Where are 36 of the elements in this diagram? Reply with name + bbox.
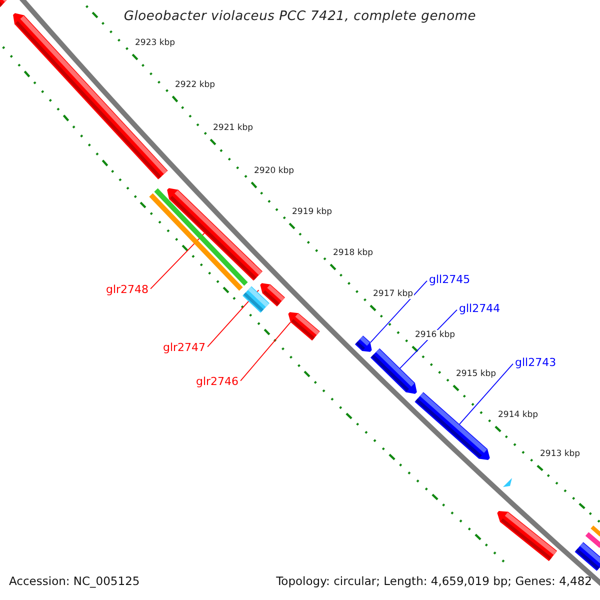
gene-block	[288, 312, 320, 341]
scale-label: 2914 kbp	[497, 410, 540, 420]
scale-label: 2920 kbp	[253, 166, 296, 176]
leader-line	[370, 280, 428, 343]
leader-line	[240, 322, 291, 382]
gene-label: glr2747	[163, 341, 206, 354]
scale-label: 2918 kbp	[332, 248, 374, 258]
gene-label: gll2745	[429, 273, 470, 286]
feature-strip	[242, 286, 270, 313]
gene-label: gll2744	[459, 302, 500, 315]
scale-label: 2915 kbp	[455, 369, 498, 379]
leader-line	[150, 232, 205, 290]
scale-label: 2917 kbp	[372, 289, 414, 299]
leader-line	[459, 363, 514, 425]
gene-block	[574, 542, 600, 571]
scale-label: 2919 kbp	[291, 207, 334, 217]
gene-block	[497, 510, 558, 562]
feature-strip	[585, 532, 600, 548]
gene-label: glr2746	[196, 375, 239, 388]
scale-label: 2922 kbp	[174, 80, 216, 90]
gene-block	[354, 336, 372, 352]
accession-label: Accession: NC_005125	[9, 574, 140, 588]
diagram-title: Gloeobacter violaceus PCC 7421, complete genome	[124, 9, 476, 24]
scale-label: 2921 kbp	[212, 123, 254, 133]
feature-marker	[503, 478, 512, 487]
gene-block	[260, 283, 286, 306]
gene-block	[414, 392, 490, 460]
scale-label: 2913 kbp	[539, 449, 582, 459]
feature-strip	[590, 526, 600, 536]
genome-info: Topology: circular; Length: 4,659,019 bp; Genes: 4,482	[276, 574, 592, 588]
scale-label: 2916 kbp	[414, 330, 456, 340]
gene-block	[370, 348, 417, 394]
scale-label: 2923 kbp	[134, 38, 176, 48]
gene-block	[0, 0, 8, 8]
gene-label: gll2743	[515, 356, 556, 369]
gene-label: glr2748	[106, 283, 149, 296]
